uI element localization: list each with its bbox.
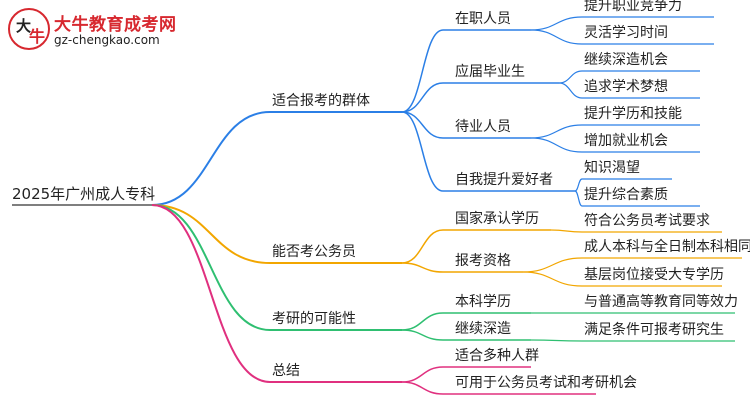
leaf-topic[interactable]: 提升综合素质 — [584, 187, 668, 203]
branch-topic[interactable]: 考研的可能性 — [272, 311, 356, 327]
leaf-topic[interactable]: 与普通高等教育同等效力 — [584, 294, 738, 310]
leaf-connector — [574, 190, 583, 207]
site-logo[interactable]: 大 牛 大牛教育成考网 gz-chengkao.com — [8, 6, 178, 54]
subtopic[interactable]: 继续深造 — [455, 321, 511, 337]
subtopic[interactable]: 报考资格 — [455, 253, 511, 269]
subtopic-connector — [401, 229, 444, 264]
root-topic[interactable]: 2025年广州成人专科 — [12, 185, 156, 203]
subtopic-connector — [401, 381, 444, 395]
leaf-connector — [530, 339, 583, 342]
branch-topic[interactable]: 能否考公务员 — [272, 244, 356, 260]
subtopic-connector — [401, 366, 444, 383]
leaf-connector — [550, 229, 583, 233]
branch-connector — [151, 204, 271, 383]
leaf-connector — [558, 70, 583, 84]
branch-connector — [151, 111, 271, 206]
subtopic[interactable]: 国家承认学历 — [455, 211, 539, 227]
subtopic-connector — [401, 111, 444, 192]
leaf-connector — [522, 257, 583, 273]
subtopic[interactable]: 待业人员 — [455, 119, 511, 135]
leaf-connector — [530, 16, 583, 31]
logo-site-url: gz-chengkao.com — [54, 33, 160, 47]
leaf-connector — [558, 82, 583, 99]
leaf-topic[interactable]: 满足条件可报考研究生 — [584, 322, 724, 338]
subtopic-connector — [401, 262, 444, 273]
leaf-connector — [530, 29, 583, 45]
subtopic-connector — [401, 111, 444, 139]
subtopic-connector — [401, 312, 444, 331]
subtopic[interactable]: 应届毕业生 — [455, 64, 525, 80]
logo-badge-icon: 大 牛 — [8, 8, 50, 50]
leaf-topic[interactable]: 继续深造机会 — [584, 52, 668, 68]
branch-connector — [151, 204, 271, 331]
leaf-topic[interactable]: 增加就业机会 — [584, 133, 668, 149]
leaf-connector — [574, 178, 583, 192]
subtopic[interactable]: 在职人员 — [455, 11, 511, 27]
logo-site-name: 大牛教育成考网 — [54, 15, 177, 35]
leaf-topic[interactable]: 基层岗位接受大专学历 — [584, 267, 724, 283]
logo-glyph-main: 大 — [16, 17, 32, 35]
branch-topic[interactable]: 总结 — [272, 363, 300, 379]
subtopic-connector — [401, 329, 444, 341]
leaf-topic[interactable]: 提升职业竞争力 — [584, 0, 682, 14]
branch-connector — [151, 204, 271, 264]
leaf-topic[interactable]: 追求学术梦想 — [584, 79, 668, 95]
leaf-connector — [530, 124, 583, 139]
branch-topic[interactable]: 适合报考的群体 — [272, 93, 370, 109]
leaf-topic[interactable]: 知识渴望 — [584, 160, 640, 176]
leaf-topic[interactable]: 成人本科与全日制本科相同 — [584, 239, 750, 255]
logo-glyph-accent: 牛 — [29, 27, 46, 46]
leaf-topic[interactable]: 灵活学习时间 — [584, 25, 668, 41]
subtopic-connector — [401, 29, 444, 113]
subtopic[interactable]: 适合多种人群 — [455, 348, 539, 364]
leaf-topic[interactable]: 符合公务员考试要求 — [584, 213, 710, 229]
leaf-connector — [530, 137, 583, 153]
subtopic[interactable]: 可用于公务员考试和考研机会 — [455, 375, 637, 391]
subtopic[interactable]: 本科学历 — [455, 294, 511, 310]
leaf-topic[interactable]: 提升学历和技能 — [584, 106, 682, 122]
subtopic[interactable]: 自我提升爱好者 — [455, 172, 553, 188]
leaf-connector — [522, 271, 583, 287]
subtopic-connector — [401, 82, 444, 113]
